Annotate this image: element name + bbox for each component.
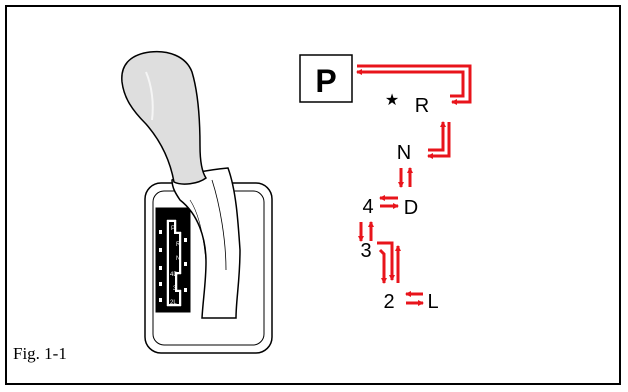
reverse-label: R [415,95,429,117]
park-box [299,54,353,103]
fourth-label: 4 [362,196,373,218]
shift-lever [121,50,241,319]
low-label: L [427,291,438,313]
shift-pattern: P ★ R N 4 D 3 2 L [299,54,472,313]
park-label: P [315,63,336,99]
figure-caption: Fig. 1-1 [13,344,67,363]
arrow-2-to-3-back [377,241,395,281]
gate-label: N [176,256,180,262]
neutral-label: N [397,142,411,164]
gate-label: 2L [170,300,177,306]
gate-label: 4D [170,272,178,278]
second-label: 2 [383,291,394,313]
shift-knob [121,50,208,185]
arrow-r-to-p [356,69,465,98]
gate-label: R [176,242,181,248]
gate-label: 3 [173,286,177,292]
arrow-n-to-r [428,121,446,152]
third-label: 3 [360,240,371,262]
arrow-p-to-r [357,64,472,105]
arrow-r-to-n [427,122,451,159]
shift-arrows [356,64,472,306]
shift-gate-slot-inner [169,222,179,304]
shift-lever-boot [171,167,241,319]
star-icon: ★ [385,92,399,109]
drive-label: D [404,197,418,219]
gate-label: P [171,226,175,232]
figure-border [5,5,621,385]
